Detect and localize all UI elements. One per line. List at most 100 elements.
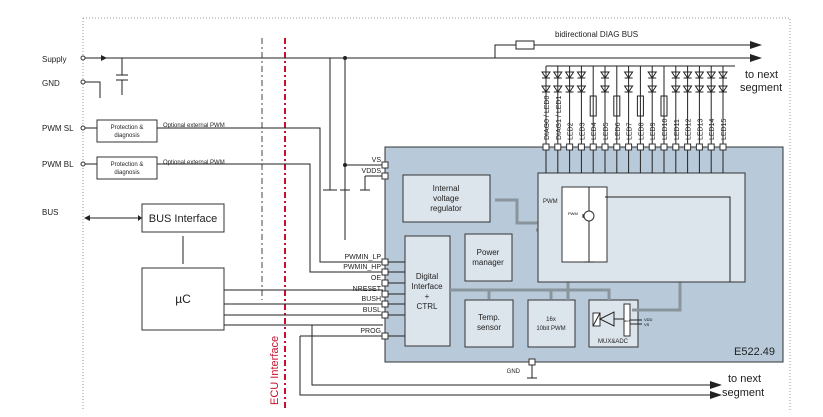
pwm-small-label: PWM (568, 211, 578, 216)
pin-label: VS (372, 157, 382, 164)
pwm-wires (85, 127, 383, 273)
led-pin (577, 143, 585, 151)
protection-block-2 (96, 156, 158, 180)
led-pin-label: LED14 (709, 118, 716, 140)
led-pin (566, 143, 574, 151)
digital-line3: + (425, 292, 430, 301)
bus-label: BUS (42, 208, 58, 217)
led-pin (707, 143, 715, 151)
pwm16-line1: 16x (546, 317, 556, 323)
left-pins: VSVDDSPWMIN_LPPWMIN_HPOENRESETBUSHBUSLPR… (343, 157, 405, 340)
pin-label: PROG (360, 328, 381, 335)
regulator-line3: regulator (430, 204, 462, 213)
protection-2-line2: diagnosis (114, 170, 139, 176)
pin-gnd-label: GND (507, 369, 521, 375)
temp-line1: Temp. (478, 313, 500, 322)
led-pin-label: LED6 (615, 122, 622, 140)
led-pin-label: LED11 (674, 119, 681, 140)
led-pin-label: LED4 (591, 122, 598, 140)
to-next-top-1: to next (745, 69, 778, 81)
pin-label: PWMIN_HP (343, 264, 381, 271)
digital-interface-block (404, 235, 451, 347)
pin-nreset (381, 290, 389, 298)
led-pin-label: LED3 (579, 122, 586, 140)
chip-name: E522.49 (734, 346, 775, 358)
pwm-label: PWM (543, 199, 558, 205)
led-pin (648, 143, 656, 151)
digital-line4: CTRL (417, 302, 438, 311)
bus-interface-block (141, 203, 225, 233)
led-pin-label: LED13 (697, 118, 704, 140)
pin-pwmin_lp (381, 258, 389, 266)
led-pin-label: LED9 (650, 122, 657, 140)
arrow-icon (710, 381, 722, 389)
pin-label: BUSL (363, 307, 381, 314)
led-pin-label: LED7 (627, 122, 634, 140)
temp-sensor-block (464, 299, 514, 348)
arrow-icon (710, 391, 722, 399)
resistor-icon (515, 40, 535, 50)
pin-label: NRESET (353, 286, 382, 293)
pwm-bl-label: PWM BL (42, 160, 74, 169)
power-manager-block (464, 233, 513, 282)
led-pin (542, 143, 550, 151)
mux-input-vdd: VDD (644, 317, 653, 322)
gnd-cap-wire (85, 58, 128, 98)
regulator-line2: voltage (433, 194, 459, 203)
vs-wire (323, 58, 383, 240)
regulator-line1: Internal (433, 184, 460, 193)
optional-pwm-1: Optional external PWM (163, 123, 225, 129)
led-pin-label: LED10 (662, 118, 669, 140)
power-line1: Power (477, 248, 500, 257)
uc-block (141, 267, 225, 331)
led-pin (625, 143, 633, 151)
led-pin-label: LED15 (721, 118, 728, 140)
voltage-regulator-block (402, 174, 491, 223)
to-next-top-2: segment (740, 82, 782, 94)
led-pin (554, 143, 562, 151)
protection-block-1 (96, 119, 158, 143)
led-pin (589, 143, 597, 151)
optional-pwm-2: Optional external PWM (163, 160, 225, 166)
led-pin-label: DIAG1 / LED1 (556, 96, 563, 140)
mux-label: MUX (624, 319, 631, 323)
led-pin-label: LED12 (686, 118, 693, 140)
ecu-interface-label: ECU Interface (269, 336, 281, 405)
pin-vdds (381, 172, 389, 180)
protection-2-line1: Protection & (111, 162, 144, 168)
arrow-icon (750, 41, 762, 49)
led-array (541, 65, 735, 117)
pwm-sl-label: PWM SL (42, 124, 74, 133)
arrow-icon (750, 54, 762, 62)
pin-oe (381, 279, 389, 287)
pwm-current-source (561, 186, 608, 263)
diag-bus-wire (494, 44, 750, 58)
led-pin-label: DIAG0 / LED0 (544, 96, 551, 140)
pin-pwmin_hp (381, 268, 389, 276)
protection-1-line1: Protection & (111, 125, 144, 131)
to-next-bottom-2: segment (722, 387, 764, 399)
pin-prog (381, 332, 389, 340)
uc-label: µC (175, 292, 191, 306)
led-pin (660, 143, 668, 151)
uc-wires (224, 289, 710, 396)
current-source-icon (583, 210, 595, 222)
supply-label: Supply (42, 55, 66, 64)
led-pin-label: LED2 (568, 122, 575, 140)
led-pin (601, 143, 609, 151)
led-pin (719, 143, 727, 151)
mux-adc-label: MUX&ADC (598, 339, 629, 345)
pin-label: BUSH (362, 296, 381, 303)
protection-1-line2: diagnosis (114, 133, 139, 139)
bus-interface-label: BUS Interface (149, 213, 217, 225)
led-pin (695, 143, 703, 151)
digital-line2: Interface (411, 282, 443, 291)
pin-label: PWMIN_LP (344, 254, 381, 261)
digital-line1: Digital (416, 272, 438, 281)
pin-label: VDDS (362, 168, 382, 175)
pin-vs (381, 161, 389, 169)
temp-line2: sensor (477, 323, 501, 332)
diag-bus-label: bidirectional DIAG BUS (555, 30, 638, 39)
